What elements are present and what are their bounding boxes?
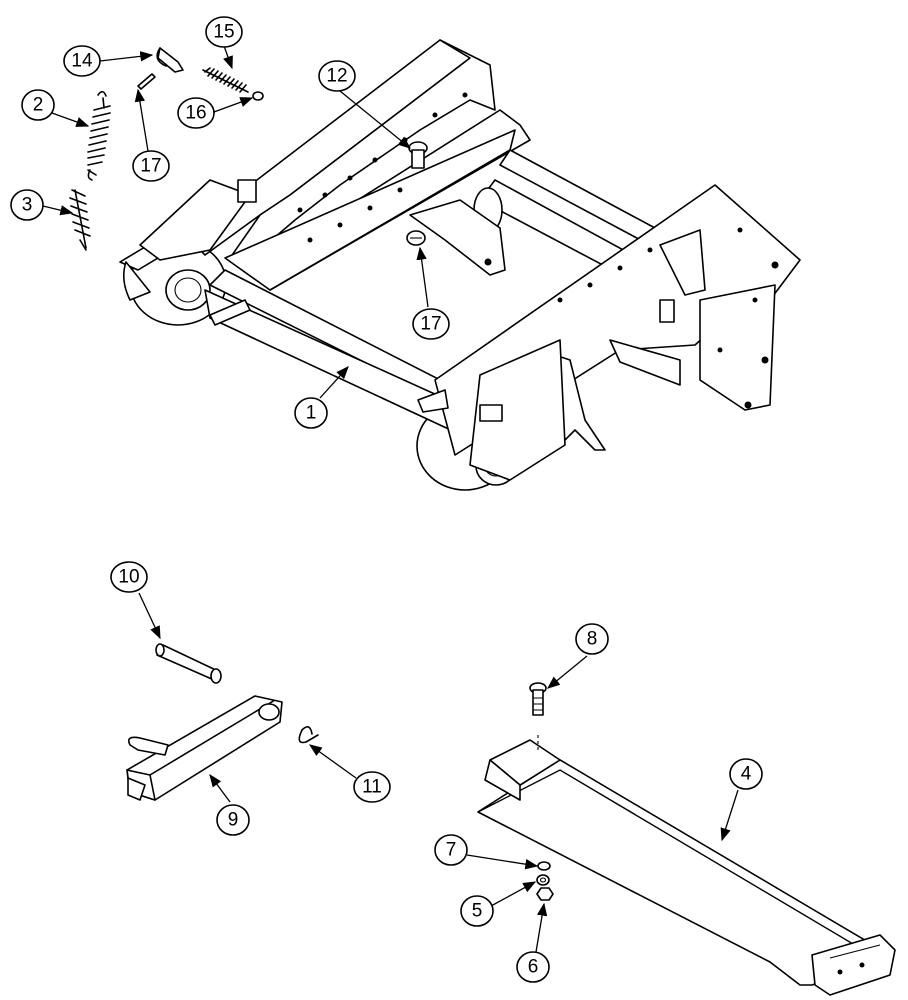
leader-17a	[134, 88, 149, 152]
callout-17b: 17	[412, 308, 450, 340]
svg-text:17: 17	[420, 314, 441, 335]
callout-14: 14	[63, 45, 101, 77]
leader-2	[51, 112, 90, 127]
leader-4	[720, 789, 739, 842]
pin-17-small	[137, 73, 156, 90]
leader-11	[308, 744, 357, 779]
clip-11	[298, 726, 319, 744]
svg-text:9: 9	[228, 810, 239, 831]
main-frame	[119, 39, 801, 491]
leader-1	[319, 366, 349, 399]
arm-9	[126, 695, 283, 801]
callout-2: 2	[21, 89, 55, 121]
callout-8: 8	[575, 623, 609, 655]
callout-5: 5	[460, 895, 494, 927]
svg-text:10: 10	[118, 567, 139, 588]
callout-15: 15	[205, 16, 243, 48]
callout-6: 6	[516, 951, 550, 983]
spring-15	[202, 67, 249, 93]
plate-4	[477, 739, 896, 996]
chain-3	[69, 189, 91, 251]
pin-10	[155, 643, 222, 684]
callout-1: 1	[294, 397, 328, 429]
leader-6	[535, 902, 548, 953]
nut-16	[252, 91, 264, 101]
svg-text:15: 15	[213, 22, 234, 43]
svg-text:1: 1	[306, 403, 317, 424]
bolt-8	[529, 682, 547, 750]
left-hub	[165, 269, 211, 311]
callout-11: 11	[353, 771, 391, 803]
callout-10: 10	[110, 561, 148, 593]
callout-9: 9	[216, 804, 250, 836]
svg-text:3: 3	[22, 195, 33, 216]
bolt-17-lower	[406, 230, 426, 246]
leader-5	[490, 881, 537, 907]
callout-16: 16	[177, 97, 215, 129]
callout-12: 12	[318, 60, 356, 92]
svg-text:5: 5	[472, 901, 483, 922]
svg-text:17: 17	[140, 156, 161, 177]
leader-17b	[416, 246, 429, 308]
leader-16	[213, 97, 254, 113]
nut-7	[537, 861, 551, 871]
callout-17a: 17	[132, 150, 170, 182]
bolt-12	[408, 141, 428, 169]
leader-15	[223, 45, 233, 70]
callout-3: 3	[10, 189, 44, 221]
leader-9	[209, 773, 231, 803]
svg-text:16: 16	[185, 103, 206, 124]
leader-14	[99, 51, 154, 62]
leader-10	[138, 592, 161, 640]
svg-text:14: 14	[71, 51, 93, 72]
leader-3	[42, 205, 74, 216]
washer-5	[536, 874, 550, 886]
svg-text:4: 4	[741, 764, 752, 785]
leader-12	[339, 90, 412, 149]
svg-text:8: 8	[587, 629, 598, 650]
callout-4: 4	[729, 758, 763, 790]
svg-text:12: 12	[326, 66, 347, 87]
svg-text:11: 11	[362, 777, 382, 798]
callout-7: 7	[434, 834, 468, 866]
svg-text:2: 2	[33, 95, 44, 116]
leader-7	[466, 854, 539, 870]
svg-text:7: 7	[446, 840, 457, 861]
hook-14	[156, 47, 184, 73]
nut-6	[536, 887, 554, 901]
svg-text:6: 6	[528, 957, 539, 978]
leader-8	[546, 655, 588, 689]
spring-2	[87, 90, 111, 181]
